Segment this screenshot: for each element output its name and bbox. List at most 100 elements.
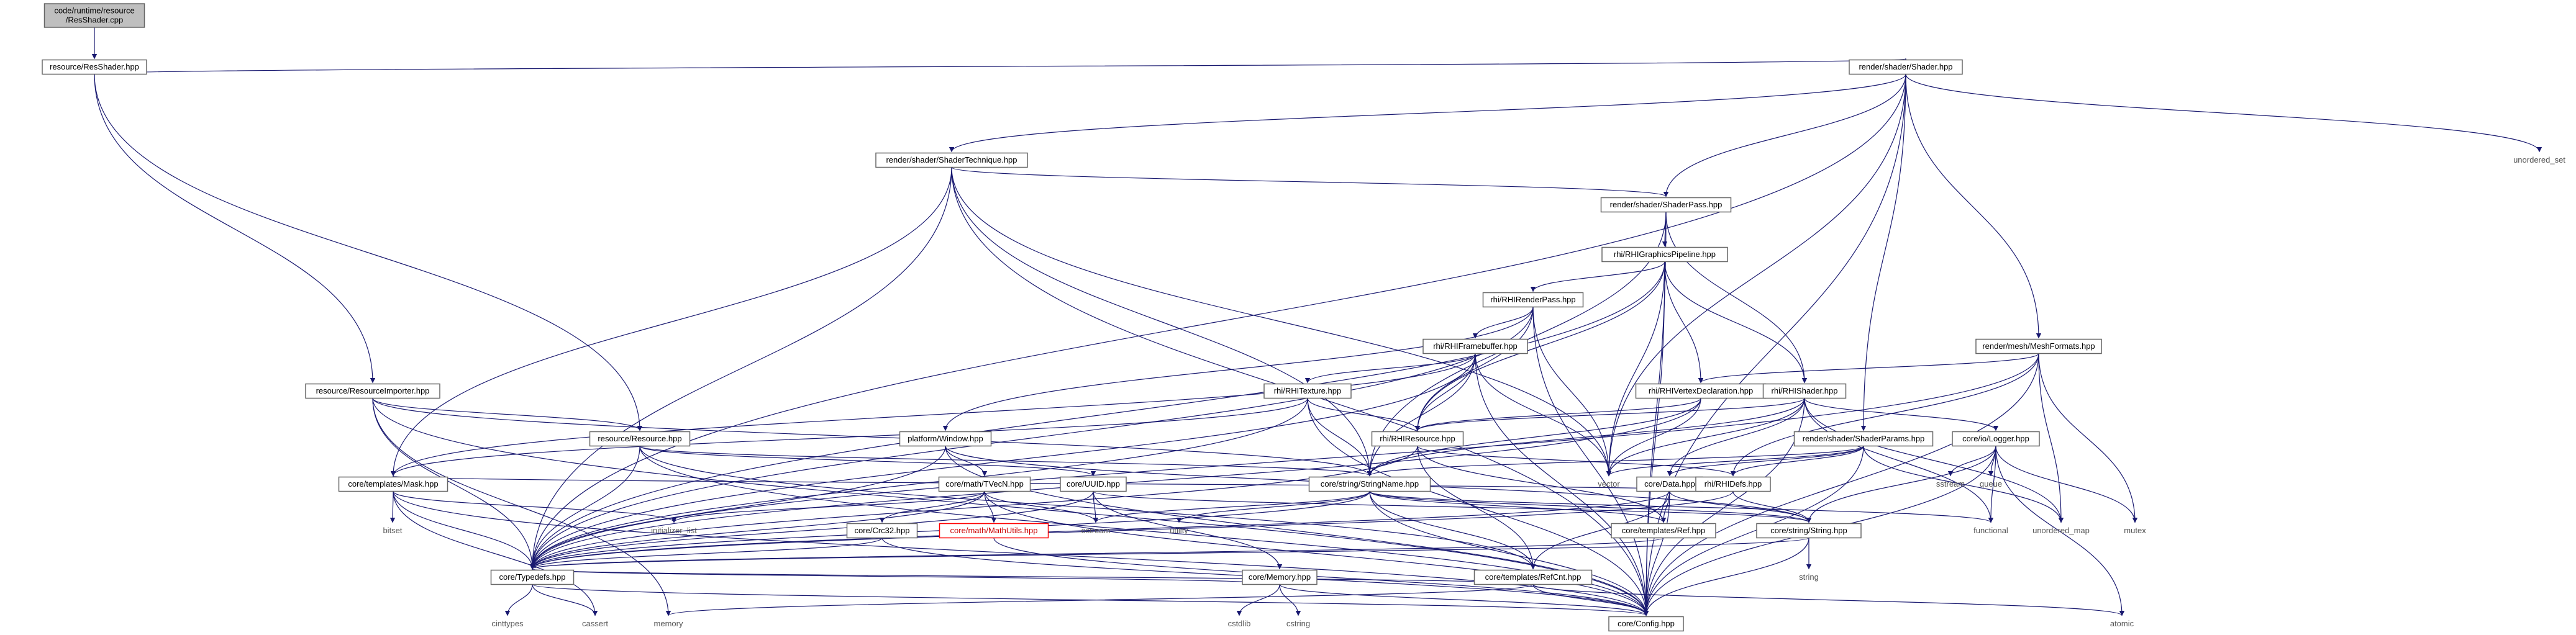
edge-mesh_formats-to-config [1643,353,2039,616]
node-typedefs[interactable]: core/Typedefs.hpp [490,569,575,585]
edge-string_name-to-config [1369,491,1649,616]
node-platform-window[interactable]: platform/Window.hpp [899,431,992,447]
node-math-utils[interactable]: core/math/MathUtils.hpp [939,523,1049,539]
edge-mask-to-initializer_list [393,490,677,523]
edge-resource_importer-to-memory_std [372,398,671,616]
node-box [1371,431,1464,447]
node-box [938,476,1031,492]
edge-resource_resource-to-string_name [639,445,1372,477]
node-label: memory [654,619,683,628]
node-functional: functional [1973,526,2008,535]
node-string-hpp[interactable]: core/string/String.hpp [1756,523,1862,539]
edge-rhi_render_pass-to-platform_window [942,307,1534,431]
edge-string_hpp-to-config [1643,538,1809,616]
node-label: sstream [1936,479,1965,489]
edge-rhi_shader-to-unordered_map [1804,398,2064,523]
edge-rhi_texture-to-mask [390,398,1308,477]
edge-string_name-to-refcnt [1369,491,1536,570]
node-string-std: string [1799,572,1819,582]
edge-string_name-to-ostream [1093,490,1370,523]
node-label: code/runtime/resource [54,6,134,16]
edge-rhi_vertex_decl-to-rhi_resource [1414,397,1701,431]
node-tvecn[interactable]: core/math/TVecN.hpp [938,476,1031,492]
node-uuid[interactable]: core/UUID.hpp [1060,476,1127,492]
node-rhi-render-pass[interactable]: rhi/RHIRenderPass.hpp [1482,292,1584,308]
node-resource-importer[interactable]: resource/ResourceImporter.hpp [305,383,440,399]
node-memory-hpp[interactable]: core/Memory.hpp [1242,569,1318,585]
node-label: core/UUID.hpp [1067,479,1120,489]
node-shader-params[interactable]: render/shader/ShaderParams.hpp [1793,431,1934,447]
node-rhi-shader[interactable]: rhi/RHIShader.hpp [1762,383,1847,399]
node-core-data[interactable]: core/Data.hpp [1636,476,1703,492]
node-crc32[interactable]: core/Crc32.hpp [846,523,918,539]
node-mesh-formats[interactable]: render/mesh/MeshFormats.hpp [1975,338,2102,354]
edge-shader_hpp-to-typedefs [529,74,1906,570]
node-rhi-defs[interactable]: rhi/RHIDefs.hpp [1695,476,1771,492]
node-label: cstdlib [1228,619,1251,628]
node-rhi-texture[interactable]: rhi/RHITexture.hpp [1263,383,1352,399]
node-box [1601,246,1728,263]
node-box [1952,431,2040,447]
node-resource-resource[interactable]: resource/Resource.hpp [589,431,691,447]
edge-tvecn-to-math_utils [984,491,997,523]
node-label: rhi/RHIShader.hpp [1772,386,1838,395]
node-label: cassert [582,619,608,628]
node-label: rhi/RHIDefs.hpp [1704,479,1762,489]
edge-logger-to-sstream [1947,446,1996,477]
node-res-shader-hpp[interactable]: resource/ResShader.hpp [42,59,147,75]
node-mask[interactable]: core/templates/Mask.hpp [338,476,448,492]
node-logger[interactable]: core/io/Logger.hpp [1952,431,2040,447]
edge-core_data-to-string_hpp [1669,491,1812,523]
node-rhi-framebuffer[interactable]: rhi/RHIFramebuffer.hpp [1422,338,1528,354]
node-rhi-vertex-decl[interactable]: rhi/RHIVertexDeclaration.hpp [1635,383,1767,399]
edge-mask-to-config [393,491,1649,616]
edge-rhi_shader-to-vector [1606,398,1805,477]
node-string-name[interactable]: core/string/StringName.hpp [1308,476,1431,492]
edge-rhi_framebuffer-to-config [1475,353,1649,616]
edge-mesh_formats-to-mutex [2038,353,2138,523]
node-box [305,383,440,399]
node-mutex: mutex [2124,526,2146,535]
node-box [1975,338,2102,354]
node-rhi-graphics-pipeline[interactable]: rhi/RHIGraphicsPipeline.hpp [1601,246,1728,263]
node-label: core/math/TVecN.hpp [945,479,1024,489]
node-config[interactable]: core/Config.hpp [1608,616,1684,632]
node-label: rhi/RHIFramebuffer.hpp [1433,341,1518,351]
node-box [846,523,918,539]
node-box [1611,523,1716,539]
edge-core_data-to-refcnt [1530,491,1670,570]
node-label: unordered_set [2513,155,2565,164]
edge-uuid-to-string_hpp [1093,490,1811,523]
edge-res_shader_hpp-to-shader_hpp [94,58,1908,75]
edge-rhi_graphics_pipeline-to-rhi_render_pass [1530,261,1665,292]
node-ref[interactable]: core/templates/Ref.hpp [1611,523,1716,539]
node-label: core/templates/Mask.hpp [348,479,438,489]
node-shader-technique[interactable]: render/shader/ShaderTechnique.hpp [875,152,1028,168]
node-refcnt[interactable]: core/templates/RefCnt.hpp [1473,569,1593,585]
node-label: rhi/RHIResource.hpp [1380,434,1455,443]
edge-rhi_shader-to-core_data [1667,398,1805,477]
node-res-shader-cpp[interactable]: code/runtime/resource/ResShader.cpp [43,3,145,28]
node-shader-hpp[interactable]: render/shader/Shader.hpp [1849,59,1963,75]
node-shader-pass[interactable]: render/shader/ShaderPass.hpp [1600,197,1732,213]
edge-rhi_framebuffer-to-vector [1475,353,1612,477]
node-box [1060,476,1127,492]
edge-rhi_resource-to-typedefs [529,446,1418,570]
node-rhi-resource[interactable]: rhi/RHIResource.hpp [1371,431,1464,447]
edge-string_name-to-utility [1176,491,1370,523]
edge-mask-to-cassert [393,491,598,616]
node-label: core/Crc32.hpp [855,526,910,535]
edge-rhi_texture-to-config [1307,398,1649,616]
edge-uuid-to-memory_hpp [1093,491,1283,570]
node-ostream: ostream [1081,526,1111,535]
edge-shader_params-to-unordered_map [1863,446,2064,523]
node-box [490,569,575,585]
node-box [1608,616,1684,632]
edge-rhi_render_pass-to-rhi_framebuffer [1472,307,1534,339]
node-bitset: bitset [383,526,402,535]
edge-rhi_render_pass-to-typedefs [529,307,1534,570]
edge-rhi_graphics_pipeline-to-rhi_resource [1414,261,1665,431]
node-box [1695,476,1771,492]
node-label: render/shader/ShaderParams.hpp [1803,434,1925,443]
node-label: rhi/RHIGraphicsPipeline.hpp [1614,250,1716,259]
